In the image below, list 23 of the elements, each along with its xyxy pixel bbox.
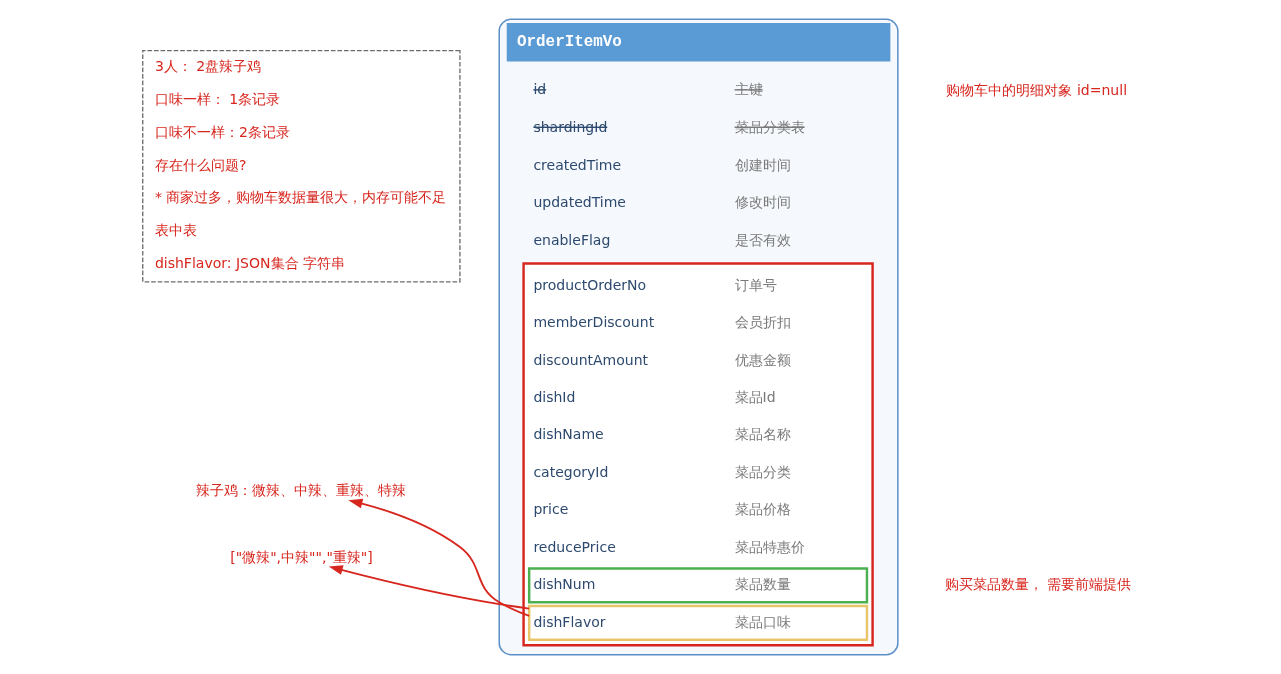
node-text: productOrderNo 订单号 — [532, 276, 777, 293]
node-text: dishId 菜品Id — [532, 389, 776, 406]
node-box: dishNum 菜品数量 — [527, 567, 868, 604]
node-text: dishName 菜品名称 — [532, 426, 791, 443]
label: 购买菜品数量， 需要前端提供 — [944, 575, 1131, 592]
node-text: id 主键 — [532, 81, 763, 98]
arrow — [347, 498, 530, 617]
node-text: price 菜品价格 — [532, 501, 791, 518]
node-box: 3人： 2盘辣子鸡 口味一样： 1条记录 口味不一样：2条记录 存在什么问题? * 商家过多，购物车数据量很大，内存可能不足 表中表 dishFlavor: JSON集合 字符串 — [141, 50, 461, 283]
node-text: enableFlag 是否有效 — [532, 231, 791, 248]
label: 购物车中的明细对象 id=null — [946, 81, 1127, 98]
node-text: categoryId 菜品分类 — [532, 463, 791, 480]
node-text: reducePrice 菜品特惠价 — [532, 538, 805, 555]
node-text: shardingId 菜品分类表 — [532, 118, 805, 135]
arrow — [328, 565, 530, 610]
node-text: createdTime 创建时间 — [532, 156, 791, 173]
cluster — [521, 262, 874, 647]
node-text: discountAmount 优惠金额 — [532, 351, 791, 368]
node-text: updatedTime 修改时间 — [532, 194, 791, 211]
node-box: dishFlavor 菜品口味 — [527, 604, 868, 641]
node-text: memberDiscount 会员折扣 — [532, 314, 791, 331]
node-text: ["微辣",中辣"","重辣"] — [229, 548, 373, 565]
node-text: 辣子鸡：微辣、中辣、重辣、特辣 — [195, 482, 406, 499]
